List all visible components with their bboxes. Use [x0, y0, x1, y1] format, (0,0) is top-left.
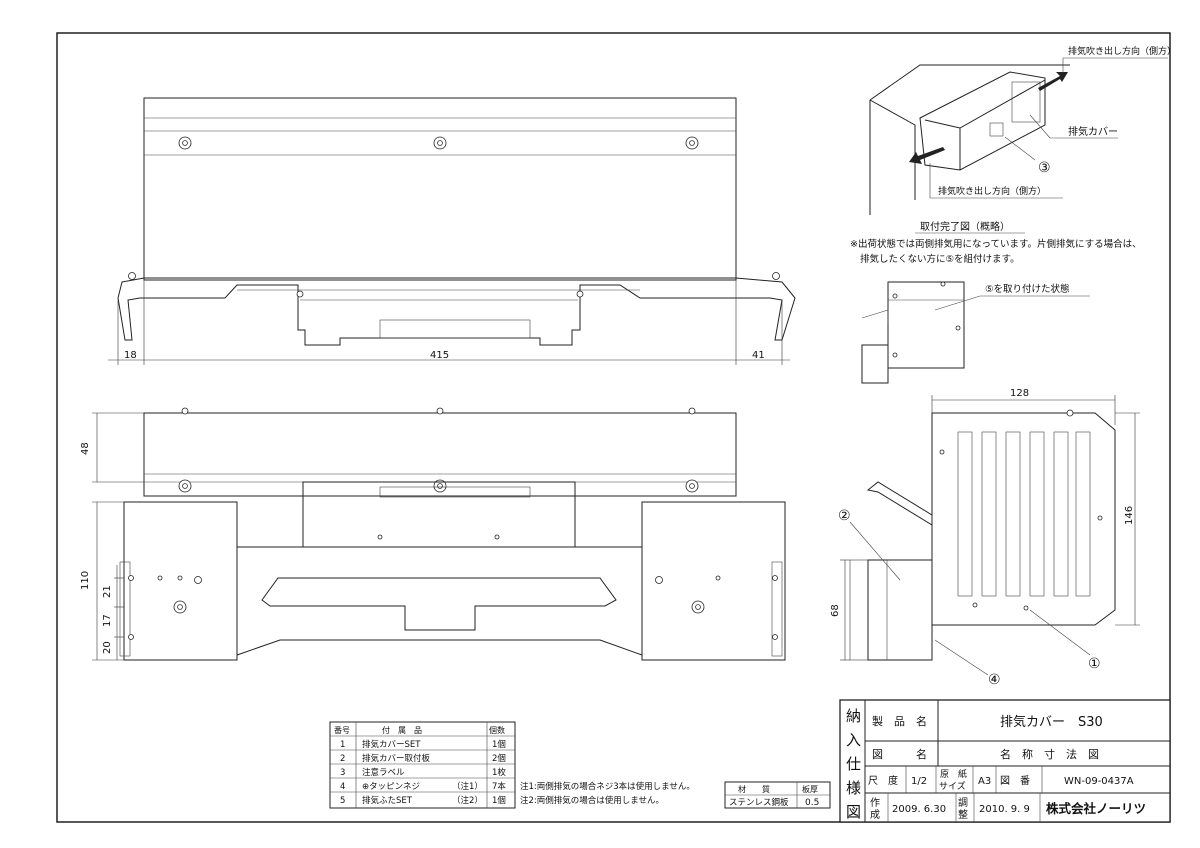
dim-110: 110	[80, 571, 91, 590]
drawing-name-label: 図 名	[872, 747, 927, 761]
created-label-bottom: 成	[870, 809, 880, 821]
thickness-header: 板厚	[802, 784, 818, 794]
dim-146: 146	[1124, 506, 1135, 525]
parts-row-name: ⊕タッピンネジ	[362, 782, 420, 792]
parts-table: 番号 付 属 品 個数 1 排気カバーSET 1個 2 排気カバー取付板 2個 …	[329, 721, 695, 809]
sheet-border	[56, 32, 1171, 823]
attached-label: ⑤を取り付けた状態	[985, 283, 1070, 295]
material-value: ステンレス鋼板	[729, 797, 789, 808]
iso-arrow-bottom-label: 排気吹き出し方向（側方）	[938, 185, 1046, 197]
dim-415: 415	[430, 350, 449, 361]
parts-row-note: （注1）	[452, 781, 483, 792]
parts-row-note: （注2）	[452, 795, 483, 806]
screw-hole	[178, 407, 699, 493]
iso-caption: 取付完了図（概略）	[920, 220, 1010, 233]
parts-row-no: 1	[340, 740, 345, 750]
created-date: 2009. 6.30	[892, 804, 946, 815]
scale-value: 1/2	[911, 776, 927, 787]
dim-48: 48	[80, 442, 91, 455]
side-view: 128 146 68 ② ① ④	[830, 388, 1140, 688]
paper-value: A3	[978, 776, 991, 787]
material-table: 材 質 板厚 ステンレス鋼板 0.5	[724, 781, 831, 809]
callout-2: ②	[838, 508, 851, 524]
product-name-value: 排気カバー S30	[1000, 714, 1103, 730]
paper-label-bottom: サイズ	[939, 780, 966, 792]
callout-4: ④	[988, 672, 1001, 688]
parts-row-qty: 7本	[492, 781, 506, 792]
company-name: 株式会社ノーリツ	[1046, 801, 1146, 816]
attached-view: ⑤を取り付けた状態	[861, 281, 1090, 384]
iso-note-line1: ※出荷状態では両側排気用になっています。片側排気にする場合は、	[850, 238, 1142, 250]
title-block: 納 入 仕 様 図 製 品 名 排気カバー S30 図 名 名 称 寸 法 図 …	[839, 699, 1171, 823]
material-header: 材 質	[738, 784, 770, 794]
iso-arrow-top-label: 排気吹き出し方向（側方）	[1068, 45, 1176, 57]
product-name-label: 製 品 名	[872, 714, 927, 728]
title-side-char: 様	[846, 779, 861, 797]
title-side-char: 入	[846, 731, 861, 749]
parts-row-no: 5	[340, 796, 345, 806]
paper-label-top: 原 紙	[940, 768, 967, 780]
created-label-top: 作	[870, 797, 880, 809]
isometric-view: 排気吹き出し方向（側方） 排気吹き出し方向（側方） 排気カバー ③ 取付完了図（…	[850, 45, 1176, 265]
front-view: 48 110 21 17 20	[80, 407, 786, 661]
callout-1: ①	[1088, 656, 1101, 672]
parts-row-qty: 1個	[492, 795, 506, 806]
title-side-char: 仕	[846, 755, 861, 773]
title-side-char: 納	[846, 707, 861, 725]
parts-header-qty: 個数	[489, 725, 505, 735]
parts-note-1: 注1:両側排気の場合ネジ3本は使用しません。	[520, 781, 695, 792]
parts-row-qty: 1個	[492, 739, 506, 750]
parts-note-2: 注2:両側排気の場合は使用しません。	[520, 795, 664, 806]
parts-row-name: 注意ラベル	[362, 767, 405, 778]
parts-row-name: 排気ふたSET	[362, 795, 413, 806]
dim-68: 68	[830, 604, 841, 617]
parts-row-name: 排気カバーSET	[362, 739, 421, 750]
drawing-name-value: 名 称 寸 法 図	[1000, 747, 1099, 761]
parts-row-no: 3	[340, 768, 345, 778]
screw-hole	[178, 136, 699, 150]
parts-row-no: 2	[340, 754, 345, 764]
parts-row-name: 排気カバー取付板	[362, 753, 431, 764]
adjusted-label-top: 調	[958, 796, 968, 809]
parts-row-qty: 1枚	[492, 767, 506, 778]
title-side-char: 図	[846, 803, 861, 821]
parts-row-qty: 2個	[492, 753, 506, 764]
adjusted-label-bottom: 整	[958, 808, 968, 821]
scale-label: 尺 度	[868, 774, 898, 787]
parts-row-no: 4	[340, 782, 345, 792]
dim-21: 21	[102, 585, 113, 598]
dim-20: 20	[102, 641, 113, 654]
drawing-number-label: 図 番	[1000, 775, 1030, 787]
adjusted-date: 2010. 9. 9	[979, 804, 1030, 815]
callout-3: ③	[1038, 160, 1051, 176]
iso-note-line2: 排気したくない方に⑤を組付けます。	[860, 253, 1020, 265]
parts-header-name: 付 属 品	[382, 725, 422, 735]
dim-18: 18	[124, 350, 137, 361]
louver-slots	[957, 431, 1091, 597]
dim-128: 128	[1010, 388, 1029, 399]
parts-header-no: 番号	[334, 725, 350, 735]
drawing-number-value: WN-09-0437A	[1064, 776, 1134, 787]
dim-41: 41	[752, 350, 765, 361]
plan-view: 18 415 41	[108, 97, 796, 365]
dim-17: 17	[102, 614, 113, 627]
thickness-value: 0.5	[805, 798, 819, 808]
iso-cover-label: 排気カバー	[1068, 125, 1118, 138]
